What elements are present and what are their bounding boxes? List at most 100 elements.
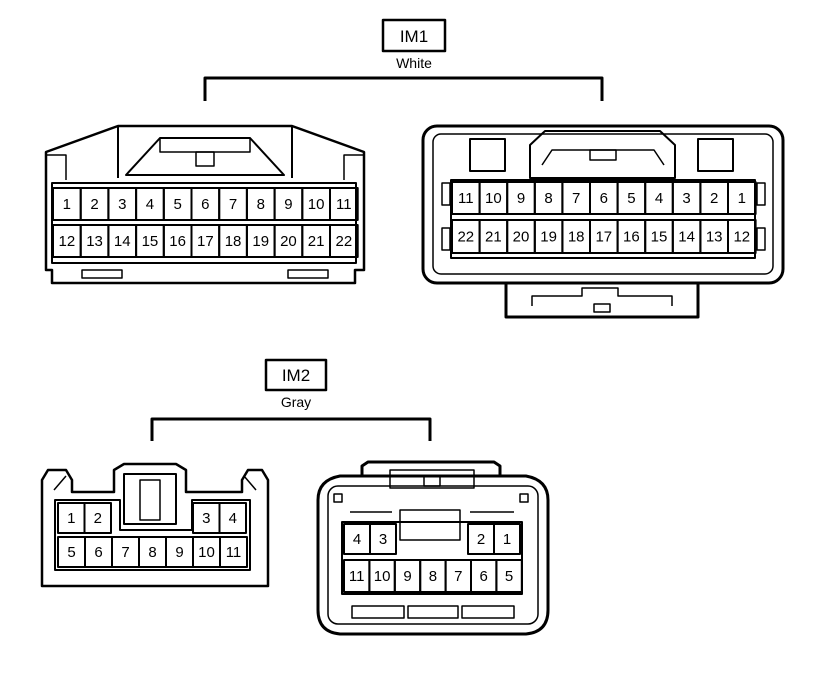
im1-male-pin-19: 19 xyxy=(245,224,276,258)
pin-label: 15 xyxy=(142,233,159,250)
im1-male-pin-8: 8 xyxy=(245,187,276,221)
im1-male-pin-5: 5 xyxy=(162,187,193,221)
pin-label: 8 xyxy=(148,544,156,561)
im1-color: White xyxy=(396,55,432,71)
im1-male-pin-7: 7 xyxy=(218,187,248,221)
im2-female-pin-7: 7 xyxy=(444,559,473,593)
im1-female-pin-20: 20 xyxy=(506,219,536,254)
pin-label: 7 xyxy=(454,568,462,585)
pin-label: 9 xyxy=(175,544,183,561)
im2-male-pin-1: 1 xyxy=(57,502,86,534)
im2-male-pin-8: 8 xyxy=(138,536,167,568)
im1-male-pin-9: 9 xyxy=(273,187,304,221)
pin-label: 14 xyxy=(114,233,131,250)
im1-female-pin-14: 14 xyxy=(671,219,702,254)
pin-label: 2 xyxy=(710,190,718,207)
im2-male-pin-10: 10 xyxy=(192,536,221,568)
im2-male-pin-6: 6 xyxy=(84,536,113,568)
im1-male-pin-1: 1 xyxy=(52,187,82,221)
im1-female-pin-1: 1 xyxy=(727,181,757,215)
pin-label: 20 xyxy=(280,233,297,250)
pin-label: 15 xyxy=(651,229,668,246)
im2-male-pin-5: 5 xyxy=(57,536,86,568)
pin-label: 12 xyxy=(59,233,76,250)
im1-female-pin-3: 3 xyxy=(671,181,702,215)
im1-male-pin-21: 21 xyxy=(301,224,331,258)
pin-label: 10 xyxy=(485,190,502,207)
pin-label: 7 xyxy=(229,196,237,213)
im1-male-connector xyxy=(44,124,366,285)
im1-female-pin-10: 10 xyxy=(478,181,509,215)
im2-female-pin-9: 9 xyxy=(393,559,422,593)
pin-label: 2 xyxy=(94,510,102,527)
im1-male-pin-14: 14 xyxy=(107,224,138,258)
pin-label: 2 xyxy=(477,531,485,548)
pin-label: 22 xyxy=(457,229,474,246)
im1-male-pin-15: 15 xyxy=(135,224,165,258)
im2-female-pin-5: 5 xyxy=(495,559,523,593)
pin-label: 21 xyxy=(308,233,325,250)
im1-male-pin-2: 2 xyxy=(79,187,110,221)
pin-label: 11 xyxy=(226,544,242,561)
pin-label: 16 xyxy=(623,229,640,246)
im1-male-pin-11: 11 xyxy=(329,187,359,221)
pin-label: 19 xyxy=(252,233,269,250)
pin-label: 11 xyxy=(458,190,474,207)
pin-label: 11 xyxy=(349,568,365,585)
pin-label: 4 xyxy=(229,510,237,527)
im1-bracket xyxy=(203,76,604,101)
pin-label: 9 xyxy=(517,190,525,207)
pin-label: 8 xyxy=(429,568,437,585)
im2-color: Gray xyxy=(281,394,311,410)
pin-label: 12 xyxy=(733,229,750,246)
pin-label: 14 xyxy=(678,229,695,246)
pin-label: 11 xyxy=(336,196,352,213)
im1-female-pin-21: 21 xyxy=(478,219,509,254)
im1-male-pin-10: 10 xyxy=(301,187,331,221)
pin-label: 20 xyxy=(513,229,530,246)
pin-label: 1 xyxy=(63,196,71,213)
im2-female-connector xyxy=(316,460,550,636)
im1-female-pin-18: 18 xyxy=(561,219,592,254)
im1-male-pin-20: 20 xyxy=(273,224,304,258)
im1-female-pin-6: 6 xyxy=(589,181,619,215)
pin-label: 3 xyxy=(118,196,126,213)
im1-code-box xyxy=(381,18,447,53)
pin-label: 4 xyxy=(655,190,663,207)
im2-male-pin-2: 2 xyxy=(83,502,112,534)
pin-label: 9 xyxy=(284,196,292,213)
im2-female-pin-3: 3 xyxy=(369,523,397,555)
pin-label: 13 xyxy=(86,233,103,250)
im1-female-pin-13: 13 xyxy=(699,219,730,254)
im1-label-group: IM1 White xyxy=(203,18,604,101)
im1-male-pin-3: 3 xyxy=(107,187,138,221)
im1-female-pin-11: 11 xyxy=(451,181,481,215)
pin-label: 17 xyxy=(197,233,214,250)
im2-female-pin-2: 2 xyxy=(467,523,495,555)
pin-label: 19 xyxy=(540,229,557,246)
im1-female-pin-19: 19 xyxy=(533,219,564,254)
pin-label: 7 xyxy=(572,190,580,207)
pin-label: 13 xyxy=(706,229,723,246)
pin-label: 16 xyxy=(169,233,186,250)
pin-label: 9 xyxy=(403,568,411,585)
im1-male-pin-16: 16 xyxy=(162,224,193,258)
im2-female-pin-10: 10 xyxy=(368,559,396,593)
im2-female-pin-6: 6 xyxy=(470,559,498,593)
im1-female-pin-7: 7 xyxy=(561,181,592,215)
pin-label: 7 xyxy=(121,544,129,561)
pin-label: 3 xyxy=(682,190,690,207)
im1-female-pin-5: 5 xyxy=(616,181,647,215)
im2-label-group: IM2 Gray xyxy=(150,358,432,441)
im1-male-pin-12: 12 xyxy=(52,224,82,258)
pin-label: 2 xyxy=(90,196,98,213)
im2-bracket xyxy=(150,417,432,441)
pin-label: 1 xyxy=(738,190,746,207)
pin-label: 5 xyxy=(173,196,181,213)
pin-label: 8 xyxy=(257,196,265,213)
pin-label: 5 xyxy=(67,544,75,561)
im2-female-pin-8: 8 xyxy=(419,559,447,593)
im1-male-pin-17: 17 xyxy=(190,224,221,258)
im1-female-pin-15: 15 xyxy=(644,219,674,254)
